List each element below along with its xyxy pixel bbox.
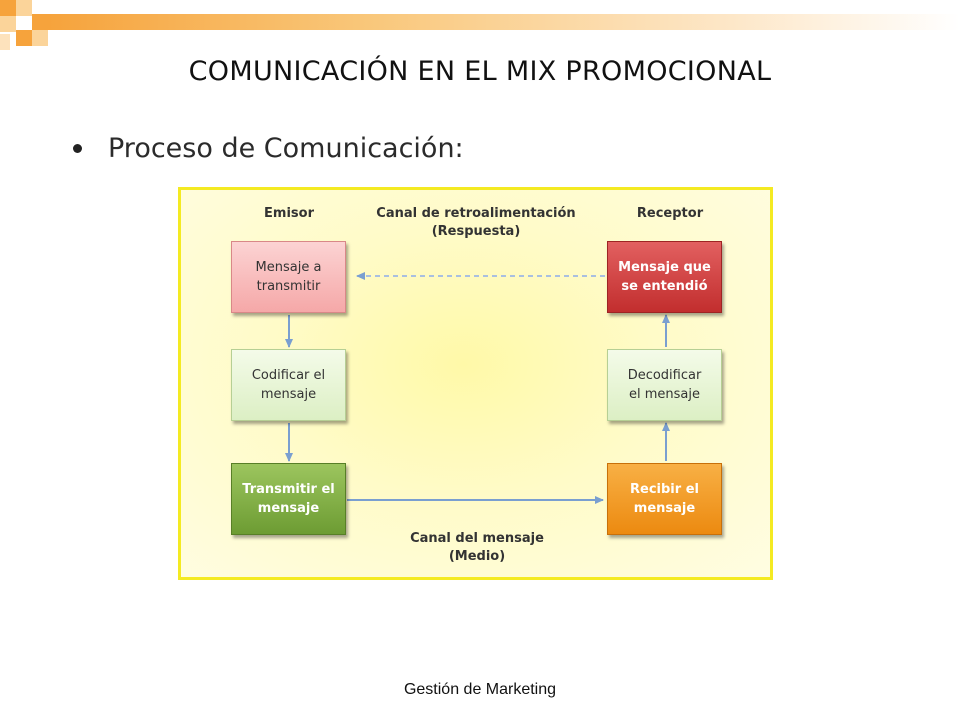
diagram-arrows xyxy=(285,272,670,504)
bullet-text: Proceso de Comunicación: xyxy=(108,133,464,164)
header-message-channel: Canal del mensaje (Medio) xyxy=(410,531,544,564)
bullet-icon xyxy=(73,144,82,153)
slide-title: COMUNICACIÓN EN EL MIX PROMOCIONAL xyxy=(188,56,772,87)
box-codificar-mensaje: Codificar el mensaje xyxy=(231,349,346,421)
decor-square xyxy=(16,0,32,16)
header-feedback-channel: Canal de retroalimentación (Respuesta) xyxy=(376,206,576,239)
decor-header-bar xyxy=(48,14,960,30)
box-decodificar-mensaje: Decodificar el mensaje xyxy=(607,349,722,421)
box-transmitir-mensaje: Transmitir el mensaje xyxy=(231,463,346,535)
box-mensaje-a-transmitir: Mensaje a transmitir xyxy=(231,241,346,313)
slide-footer: Gestión de Marketing xyxy=(403,681,557,698)
decor-square xyxy=(0,0,16,16)
communication-process-diagram: Emisor Canal de retroalimentación (Respu… xyxy=(178,187,773,580)
box-recibir-mensaje: Recibir el mensaje xyxy=(607,463,722,535)
decor-square xyxy=(32,30,48,46)
decor-square xyxy=(16,30,32,46)
header-emisor: Emisor xyxy=(264,206,314,221)
decor-square xyxy=(0,16,16,32)
decor-square xyxy=(32,14,48,30)
box-mensaje-entendido: Mensaje que se entendió xyxy=(607,241,722,313)
decor-square xyxy=(0,34,10,50)
header-receptor: Receptor xyxy=(636,206,704,221)
